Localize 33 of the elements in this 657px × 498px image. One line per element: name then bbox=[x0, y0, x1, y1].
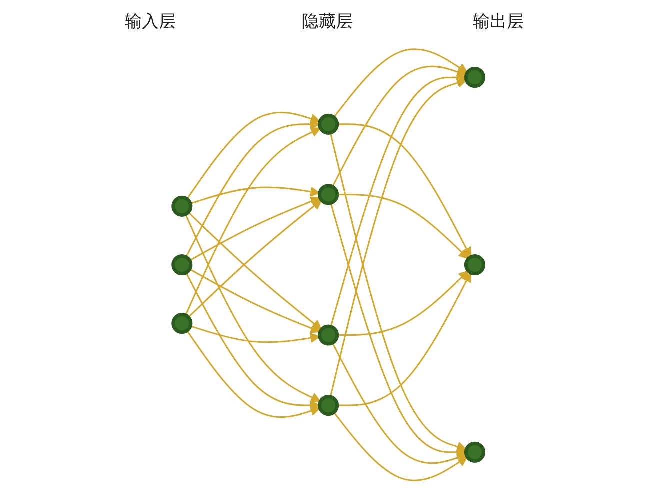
arrow bbox=[330, 132, 467, 452]
neuron-circle bbox=[464, 442, 486, 463]
arrow bbox=[337, 124, 472, 258]
arrow bbox=[332, 66, 467, 188]
layer-heading: 输入层 bbox=[124, 11, 176, 33]
neuron-circle bbox=[318, 114, 340, 135]
arrow bbox=[184, 128, 322, 316]
neuron-circle bbox=[318, 184, 340, 206]
neuron-circle bbox=[464, 254, 486, 276]
arrow bbox=[333, 48, 468, 118]
neuron-circle bbox=[172, 313, 193, 334]
arrow bbox=[189, 196, 321, 262]
neuron-circle bbox=[172, 196, 193, 217]
arrow bbox=[337, 270, 470, 336]
arrow bbox=[332, 342, 467, 464]
arrow bbox=[188, 212, 322, 330]
neuron-circle bbox=[172, 254, 193, 276]
arrow bbox=[190, 186, 320, 204]
arrow bbox=[337, 272, 472, 406]
arrow bbox=[333, 412, 468, 482]
arrow bbox=[190, 326, 320, 344]
neuron-circle bbox=[318, 324, 340, 346]
neuron-circle bbox=[464, 67, 486, 88]
arrow bbox=[184, 214, 322, 402]
arrow bbox=[337, 194, 470, 260]
arrow bbox=[189, 268, 321, 334]
arrow bbox=[186, 330, 321, 418]
arrow bbox=[186, 112, 321, 200]
arrow bbox=[188, 200, 322, 318]
layer-heading: 输出层 bbox=[473, 11, 524, 33]
layer-heading: 隐藏层 bbox=[302, 11, 354, 33]
arrow bbox=[330, 78, 467, 398]
neuron-circle bbox=[318, 395, 340, 416]
